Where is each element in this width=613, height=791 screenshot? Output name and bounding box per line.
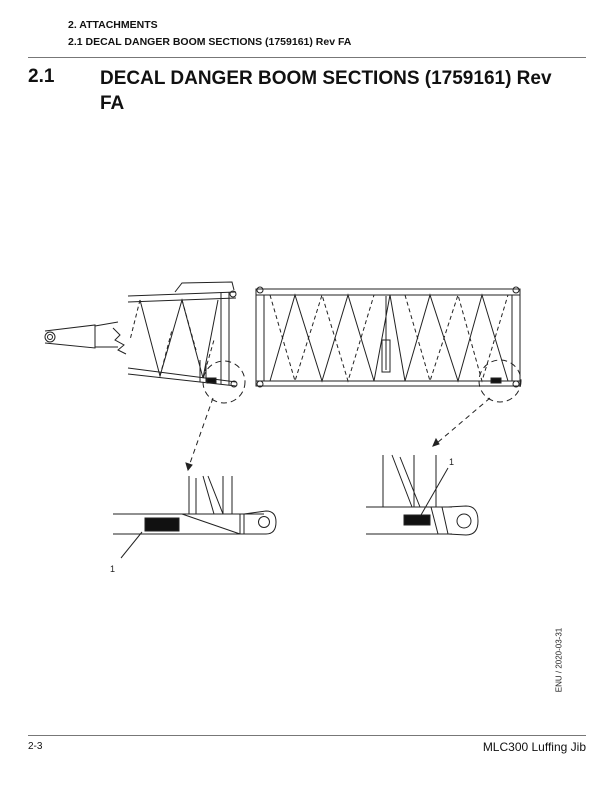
page-number: 2-3: [28, 741, 43, 752]
section-number: 2.1: [28, 66, 55, 87]
callout-left: 1: [110, 564, 115, 574]
boom-base-section: [44, 281, 238, 388]
footer-model: MLC300 Luffing Jib: [482, 740, 586, 754]
header-chapter: 2. ATTACHMENTS: [68, 19, 158, 31]
document-code: ENU / 2020-03-31: [552, 625, 566, 695]
header-divider: [28, 57, 586, 58]
left-detail-view: [113, 475, 277, 559]
document-code-text: ENU / 2020-03-31: [554, 627, 564, 693]
header-section: 2.1 DECAL DANGER BOOM SECTIONS (1759161)…: [68, 36, 352, 48]
boom-insert-section: [255, 286, 521, 388]
section-title: DECAL DANGER BOOM SECTIONS (1759161) Rev…: [100, 68, 552, 114]
footer-divider: [28, 735, 586, 736]
right-detail-view: [366, 454, 479, 536]
callout-right: 1: [449, 457, 454, 467]
